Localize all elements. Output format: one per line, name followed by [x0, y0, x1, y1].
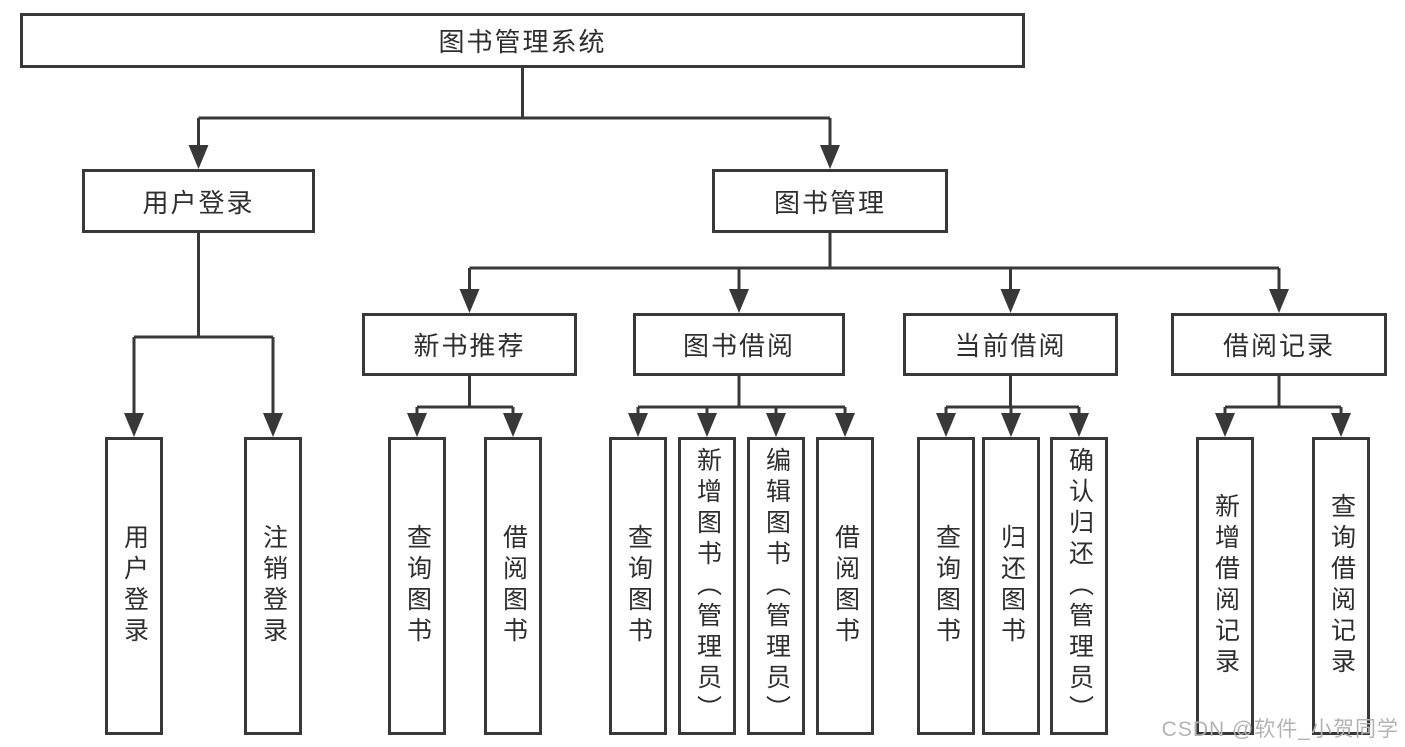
node-book-management: 图书管理: [712, 169, 948, 233]
arrow-icon: [729, 289, 749, 313]
node-edit-books-admin: 编辑图书（管理员）: [747, 437, 805, 735]
arrow-icon: [1001, 413, 1021, 437]
node-logout: 注销登录: [244, 437, 302, 735]
node-query-books-borrow: 查询图书: [609, 437, 667, 735]
arrow-icon: [936, 413, 956, 437]
connector-root: [197, 68, 832, 147]
node-add-books-admin: 新增图书（管理员）: [678, 437, 736, 735]
arrow-icon: [1331, 413, 1351, 437]
connector-book-management: [468, 233, 1281, 291]
arrow-icon: [124, 413, 144, 437]
connector-current-borrow: [944, 376, 1081, 415]
node-confirm-return-admin: 确认归还（管理员）: [1050, 437, 1108, 735]
node-query-books-newrec: 查询图书: [388, 437, 446, 735]
arrow-icon: [628, 413, 648, 437]
arrow-icon: [1069, 413, 1089, 437]
node-user-login-leaf: 用户登录: [105, 437, 163, 735]
node-book-borrow: 图书借阅: [633, 313, 845, 376]
node-return-books: 归还图书: [982, 437, 1040, 735]
node-borrow-books-newrec: 借阅图书: [484, 437, 542, 735]
node-borrow-records: 借阅记录: [1171, 313, 1387, 376]
node-query-borrow-record: 查询借阅记录: [1312, 437, 1370, 735]
connector-book-borrow: [636, 376, 847, 415]
arrow-icon: [459, 289, 480, 313]
connector-user-login: [132, 233, 275, 415]
node-user-login: 用户登录: [82, 169, 315, 233]
arrow-icon: [1269, 289, 1289, 313]
node-query-books-current: 查询图书: [917, 437, 975, 735]
node-add-borrow-record: 新增借阅记录: [1196, 437, 1254, 735]
connector-borrow-record: [1223, 376, 1343, 415]
node-root: 图书管理系统: [20, 13, 1025, 68]
arrow-icon: [263, 413, 283, 437]
arrow-icon: [407, 413, 427, 437]
arrow-icon: [766, 413, 786, 437]
arrow-icon: [835, 413, 855, 437]
watermark: CSDN @软件_小贺同学: [1161, 718, 1399, 741]
node-new-book-recommend: 新书推荐: [362, 313, 577, 376]
arrow-icon: [697, 413, 717, 437]
connector-new-book: [415, 376, 515, 415]
node-current-borrow: 当前借阅: [903, 313, 1118, 376]
arrow-icon: [1000, 289, 1021, 313]
arrow-icon: [820, 145, 840, 169]
node-borrow-books: 借阅图书: [816, 437, 874, 735]
arrow-icon: [188, 145, 209, 169]
arrow-icon: [1215, 413, 1235, 437]
arrow-icon: [503, 413, 523, 437]
